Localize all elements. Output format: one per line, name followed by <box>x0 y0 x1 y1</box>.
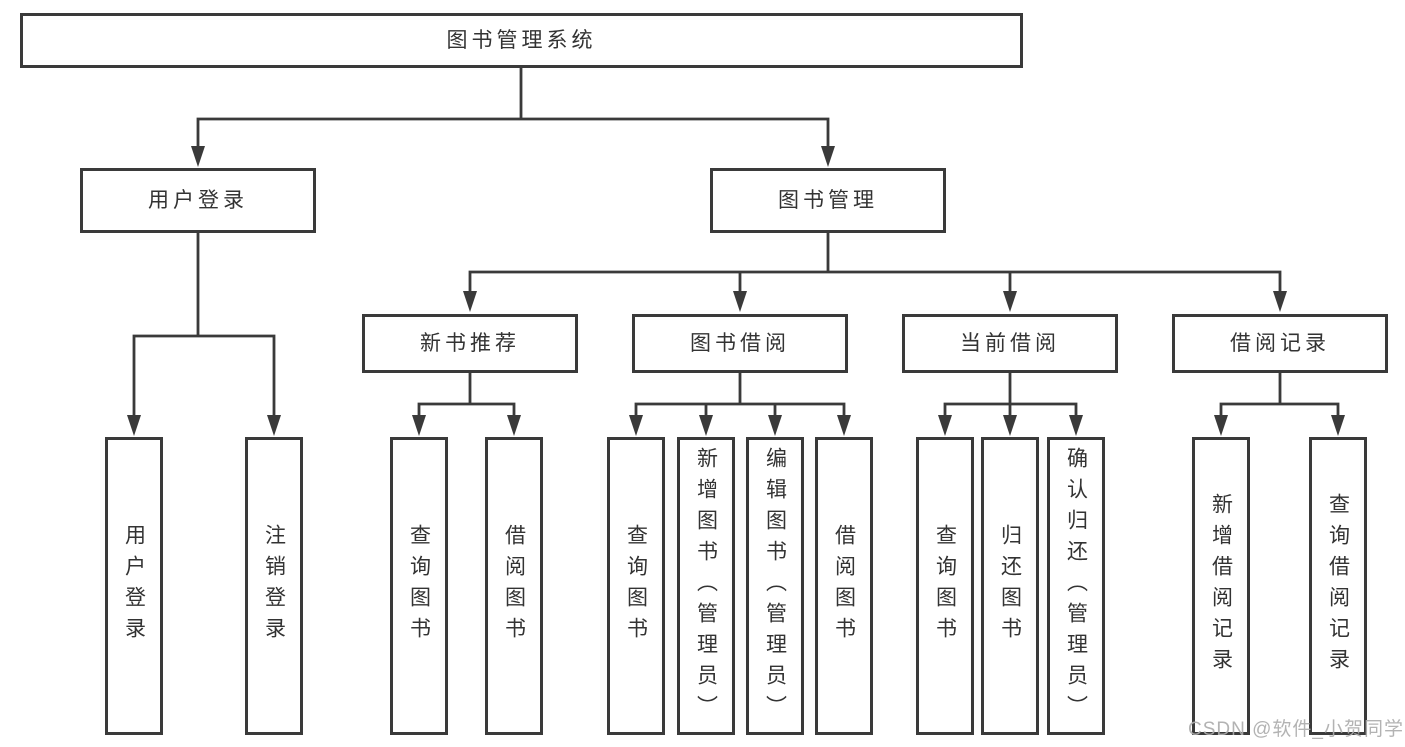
leaf-return-books-label: 归还图书 <box>998 524 1022 648</box>
leaf-query-books-recommend: 查询图书 <box>390 437 448 735</box>
csdn-watermark: CSDN @软件_小贺同学 <box>1188 719 1404 740</box>
leaf-user-login-label: 用户登录 <box>122 524 146 648</box>
leaf-user-login: 用户登录 <box>105 437 163 735</box>
leaf-confirm-return-admin: 确认归还（管理员） <box>1047 437 1105 735</box>
node-borrowing-records: 借阅记录 <box>1172 314 1388 373</box>
node-book-borrowing: 图书借阅 <box>632 314 848 373</box>
leaf-return-books: 归还图书 <box>981 437 1039 735</box>
leaf-add-books-admin: 新增图书（管理员） <box>677 437 735 735</box>
node-user-login-label: 用户登录 <box>148 189 248 212</box>
leaf-logout-login-label: 注销登录 <box>262 524 286 648</box>
leaf-query-borrow-record: 查询借阅记录 <box>1309 437 1367 735</box>
leaf-borrow-books-borrowing-label: 借阅图书 <box>832 524 856 648</box>
node-current-borrowing-label: 当前借阅 <box>960 332 1060 355</box>
leaf-add-books-admin-label: 新增图书（管理员） <box>694 446 718 726</box>
node-user-login: 用户登录 <box>80 168 316 233</box>
node-current-borrowing: 当前借阅 <box>902 314 1118 373</box>
leaf-borrow-books-recommend: 借阅图书 <box>485 437 543 735</box>
leaf-add-borrow-record: 新增借阅记录 <box>1192 437 1250 735</box>
leaf-borrow-books-recommend-label: 借阅图书 <box>502 524 526 648</box>
leaf-query-books-current-label: 查询图书 <box>933 524 957 648</box>
leaf-edit-books-admin: 编辑图书（管理员） <box>746 437 804 735</box>
node-book-management: 图书管理 <box>710 168 946 233</box>
leaf-borrow-books-borrowing: 借阅图书 <box>815 437 873 735</box>
node-new-book-recommend: 新书推荐 <box>362 314 578 373</box>
leaf-query-books-recommend-label: 查询图书 <box>407 524 431 648</box>
leaf-query-books-current: 查询图书 <box>916 437 974 735</box>
leaf-logout-login: 注销登录 <box>245 437 303 735</box>
node-library-system: 图书管理系统 <box>20 13 1023 68</box>
node-borrowing-records-label: 借阅记录 <box>1230 332 1330 355</box>
leaf-query-books-borrowing: 查询图书 <box>607 437 665 735</box>
leaf-query-books-borrowing-label: 查询图书 <box>624 524 648 648</box>
node-new-book-recommend-label: 新书推荐 <box>420 332 520 355</box>
node-book-management-label: 图书管理 <box>778 189 878 212</box>
leaf-edit-books-admin-label: 编辑图书（管理员） <box>763 446 787 726</box>
node-library-system-label: 图书管理系统 <box>446 29 597 52</box>
node-book-borrowing-label: 图书借阅 <box>690 332 790 355</box>
leaf-add-borrow-record-label: 新增借阅记录 <box>1209 493 1233 679</box>
leaf-query-borrow-record-label: 查询借阅记录 <box>1326 493 1350 679</box>
leaf-confirm-return-admin-label: 确认归还（管理员） <box>1064 446 1088 726</box>
